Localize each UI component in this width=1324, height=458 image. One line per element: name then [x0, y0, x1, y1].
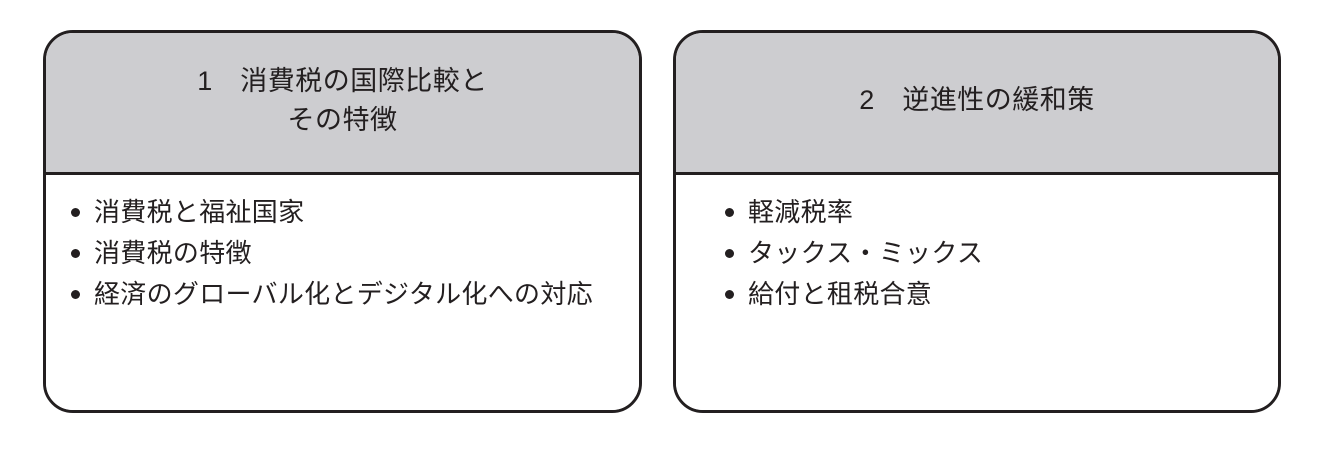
card-1: 1 消費税の国際比較と その特徴 消費税と福祉国家 消費税の特徴 経済のグローバ…: [43, 30, 642, 413]
list-item-label: 給付と租税合意: [748, 279, 933, 309]
list-item-label: 経済のグローバル化とデジタル化への対応: [94, 279, 593, 309]
bullet-dot-icon: [71, 289, 80, 299]
card-2-bullet-list: 軽減税率 タックス・ミックス 給付と租税合意: [722, 193, 1262, 314]
list-item: 経済のグローバル化とデジタル化への対応: [68, 275, 623, 314]
card-1-header: 1 消費税の国際比較と その特徴: [46, 33, 639, 175]
list-item: 消費税と福祉国家: [68, 193, 623, 232]
list-item: 消費税の特徴: [68, 234, 623, 273]
list-item-label: 消費税と福祉国家: [94, 197, 305, 227]
list-item: タックス・ミックス: [722, 234, 1262, 273]
bullet-dot-icon: [71, 248, 80, 258]
bullet-dot-icon: [725, 289, 734, 299]
card-1-title: 1 消費税の国際比較と その特徴: [197, 66, 488, 135]
list-item-label: タックス・ミックス: [748, 238, 984, 268]
list-item: 軽減税率: [722, 193, 1262, 232]
bullet-dot-icon: [725, 207, 734, 217]
card-2-body: 軽減税率 タックス・ミックス 給付と租税合意: [676, 175, 1278, 410]
bullet-dot-icon: [71, 207, 80, 217]
card-2-title: 2 逆進性の緩和策: [859, 85, 1095, 116]
bullet-dot-icon: [725, 248, 734, 258]
card-1-bullet-list: 消費税と福祉国家 消費税の特徴 経済のグローバル化とデジタル化への対応: [68, 193, 623, 314]
list-item: 給付と租税合意: [722, 275, 1262, 314]
list-item-label: 軽減税率: [748, 197, 854, 227]
list-item-label: 消費税の特徴: [94, 238, 252, 268]
card-2-header: 2 逆進性の緩和策: [676, 33, 1278, 175]
card-2: 2 逆進性の緩和策 軽減税率 タックス・ミックス 給付と租税合意: [673, 30, 1281, 413]
card-1-body: 消費税と福祉国家 消費税の特徴 経済のグローバル化とデジタル化への対応: [46, 175, 639, 410]
